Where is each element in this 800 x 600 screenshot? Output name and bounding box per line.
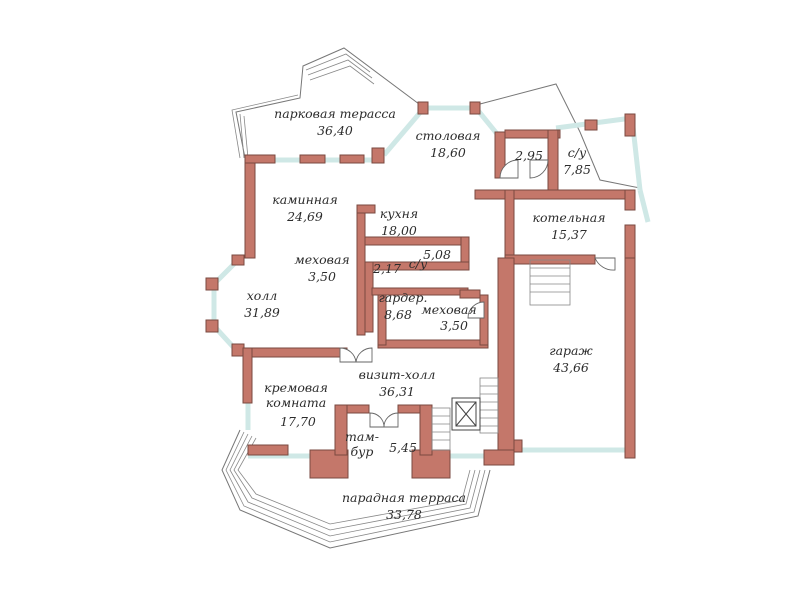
room-dining: столовая 18,60	[416, 128, 481, 160]
doors	[339, 159, 616, 428]
front-terrace-outline	[221, 429, 491, 549]
room-wc-1: с/у 7,85	[563, 145, 591, 177]
room-name: кухня	[380, 206, 418, 221]
room-vestibule: там-бур 5,45	[345, 429, 417, 459]
room-area: 7,85	[563, 162, 591, 177]
room-area: 3,50	[440, 318, 468, 333]
room-wardrobe: гардер. 8,68	[378, 290, 427, 322]
room-name: меховая	[421, 302, 476, 317]
room-area: 43,66	[552, 360, 589, 375]
room-area: 8,68	[384, 307, 412, 322]
room-area: 36,40	[317, 123, 353, 138]
room-hall: холл 31,89	[244, 288, 280, 320]
room-fur-1: меховая 3,50	[294, 252, 349, 284]
room-wc-2: 5,08 с/у	[409, 247, 451, 271]
room-name: гардер.	[378, 290, 427, 305]
room-small: 2,95	[514, 148, 543, 163]
room-name: там-бур	[345, 429, 379, 459]
elevator-icon	[451, 397, 481, 431]
park-terrace-outline	[231, 47, 641, 189]
room-park-terrace: парковая терасса 36,40	[274, 106, 396, 138]
room-name: котельная	[533, 210, 606, 225]
room-boiler: котельная 15,37	[533, 210, 606, 242]
room-name: гараж	[549, 343, 593, 358]
walls	[205, 101, 636, 479]
room-name: визит-холл	[359, 367, 436, 382]
room-area: 24,69	[286, 209, 323, 224]
room-area: 33,78	[386, 507, 422, 522]
room-garage: гараж 43,66	[549, 343, 593, 375]
room-kitchen: кухня 18,00	[380, 206, 418, 238]
room-fireplace: каминная 24,69	[272, 192, 338, 224]
room-area: 5,45	[389, 440, 417, 455]
room-name: парадная терраса	[342, 490, 466, 505]
room-front-terrace: парадная терраса 33,78	[342, 490, 466, 522]
room-area: 15,37	[551, 227, 587, 242]
room-name: столовая	[416, 128, 481, 143]
room-storage: 2,17	[372, 261, 401, 276]
staircase	[431, 259, 571, 451]
room-area: 2,17	[372, 261, 401, 276]
room-name: каминная	[272, 192, 338, 207]
room-area: 17,70	[280, 414, 316, 429]
room-name: холл	[247, 288, 278, 303]
room-name: меховая	[294, 252, 349, 267]
room-area: 18,60	[430, 145, 466, 160]
room-area: 18,00	[381, 223, 417, 238]
room-area: 31,89	[244, 305, 280, 320]
room-area: 36,31	[379, 384, 415, 399]
room-fur-2: меховая 3,50	[421, 302, 476, 333]
room-visit-hall: визит-холл 36,31	[359, 367, 436, 399]
room-area: 5,08	[423, 247, 451, 262]
room-area: 2,95	[514, 148, 543, 163]
room-name: с/у	[568, 145, 587, 160]
room-area: 3,50	[308, 269, 336, 284]
room-name: парковая терасса	[274, 106, 396, 121]
room-name: с/у	[409, 256, 428, 271]
